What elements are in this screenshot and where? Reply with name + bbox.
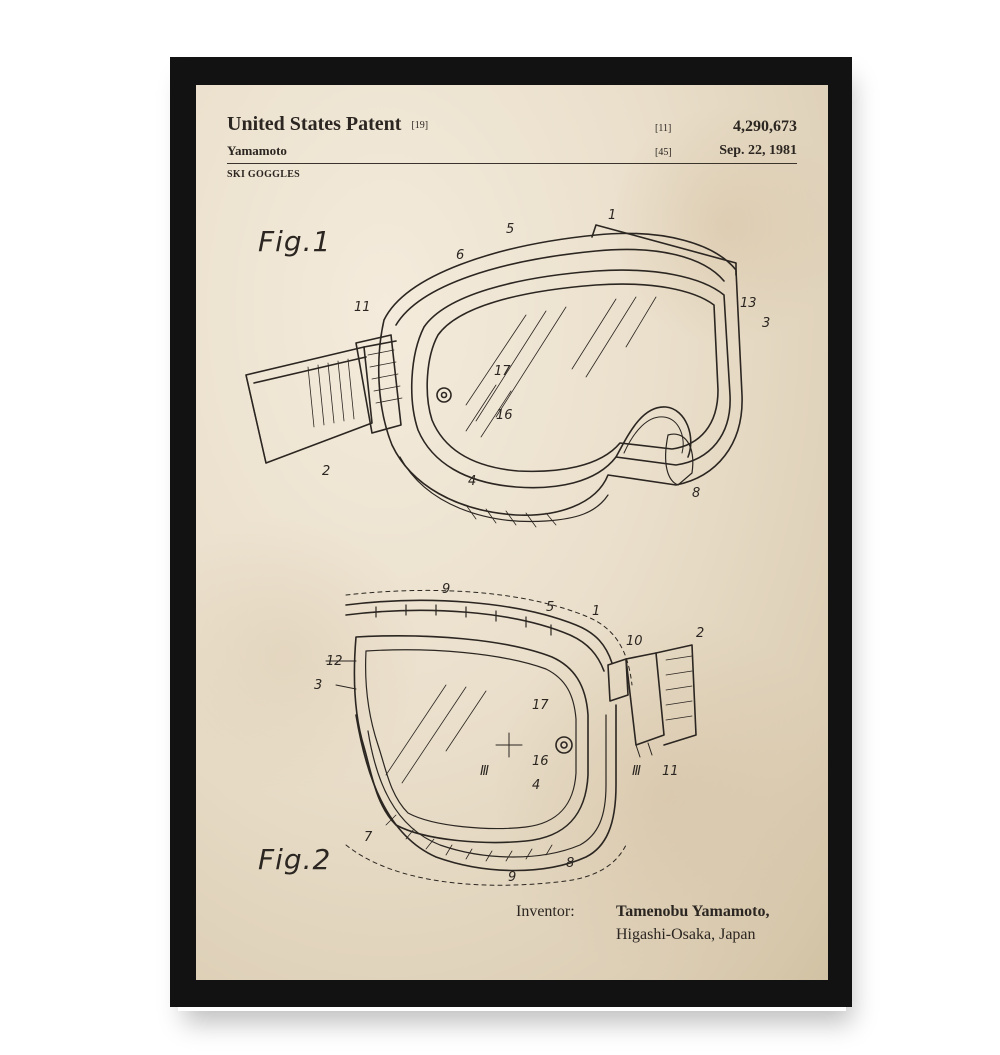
ref-8: 8 xyxy=(566,856,574,871)
paper-stain xyxy=(196,505,416,805)
patent-date: Sep. 22, 1981 xyxy=(719,143,797,158)
ref-5: 5 xyxy=(546,600,554,615)
ref-11: 11 xyxy=(354,300,371,315)
inventor-name: Tamenobu Yamamoto, xyxy=(616,903,770,920)
inventor-label: Inventor: xyxy=(516,903,575,920)
ref-11: 11 xyxy=(662,764,679,779)
fig1-reference-numbers: 1 5 6 11 13 3 17 16 2 4 8 xyxy=(322,208,770,501)
ref-17: 17 xyxy=(532,698,549,713)
ref-8: 8 xyxy=(692,486,700,501)
ref-9: 9 xyxy=(442,582,450,597)
ref-6: 6 xyxy=(456,248,464,263)
ref-16: 16 xyxy=(532,754,549,769)
ref-7: 7 xyxy=(364,830,373,845)
patent-subject: SKI GOGGLES xyxy=(227,169,301,180)
ref-16: 16 xyxy=(496,408,513,423)
patent-title-text: United States Patent xyxy=(227,113,402,135)
ref-17: 17 xyxy=(494,364,511,379)
fig2-reference-numbers: 9 5 1 10 2 12 3 17 16 4 Ⅲ Ⅲ 11 7 9 8 xyxy=(314,582,704,885)
title-code: [19] xyxy=(411,119,429,131)
fig2-goggle-drawing xyxy=(325,589,697,886)
patent-title: United States Patent [19] xyxy=(227,113,428,136)
header-divider xyxy=(227,163,797,164)
ref-1: 1 xyxy=(592,604,600,619)
inventor-location: Higashi-Osaka, Japan xyxy=(616,926,756,943)
inventor-surname: Yamamoto xyxy=(227,143,287,158)
fig1-goggle-drawing xyxy=(245,224,743,528)
ref-3: 3 xyxy=(762,316,770,331)
ref-2: 2 xyxy=(696,626,704,641)
ref-4: 4 xyxy=(468,474,476,489)
patent-drawing: 1 5 6 11 13 3 17 16 2 4 8 9 5 1 10 2 12 … xyxy=(245,208,770,886)
ref-section-iii: Ⅲ xyxy=(632,764,641,779)
ref-3: 3 xyxy=(314,678,322,693)
ref-5: 5 xyxy=(506,222,514,237)
ref-13: 13 xyxy=(740,296,757,311)
patent-number-code: [11] xyxy=(655,123,672,134)
ref-10: 10 xyxy=(626,634,643,649)
ref-section-iii: Ⅲ xyxy=(480,764,489,779)
ref-1: 1 xyxy=(608,208,616,223)
ref-2: 2 xyxy=(322,464,330,479)
date-code: [45] xyxy=(655,147,672,158)
fig1-label: Fig.1 xyxy=(258,225,332,258)
ref-12: 12 xyxy=(326,654,343,669)
patent-poster: United States Patent [19] Yamamoto [11] 4… xyxy=(196,85,828,980)
paper-stain xyxy=(616,95,828,355)
patent-number: 4,290,673 xyxy=(733,118,797,135)
ref-4: 4 xyxy=(532,778,540,793)
fig2-label: Fig.2 xyxy=(258,843,332,876)
paper-stain xyxy=(496,605,828,980)
ref-9: 9 xyxy=(508,870,516,885)
